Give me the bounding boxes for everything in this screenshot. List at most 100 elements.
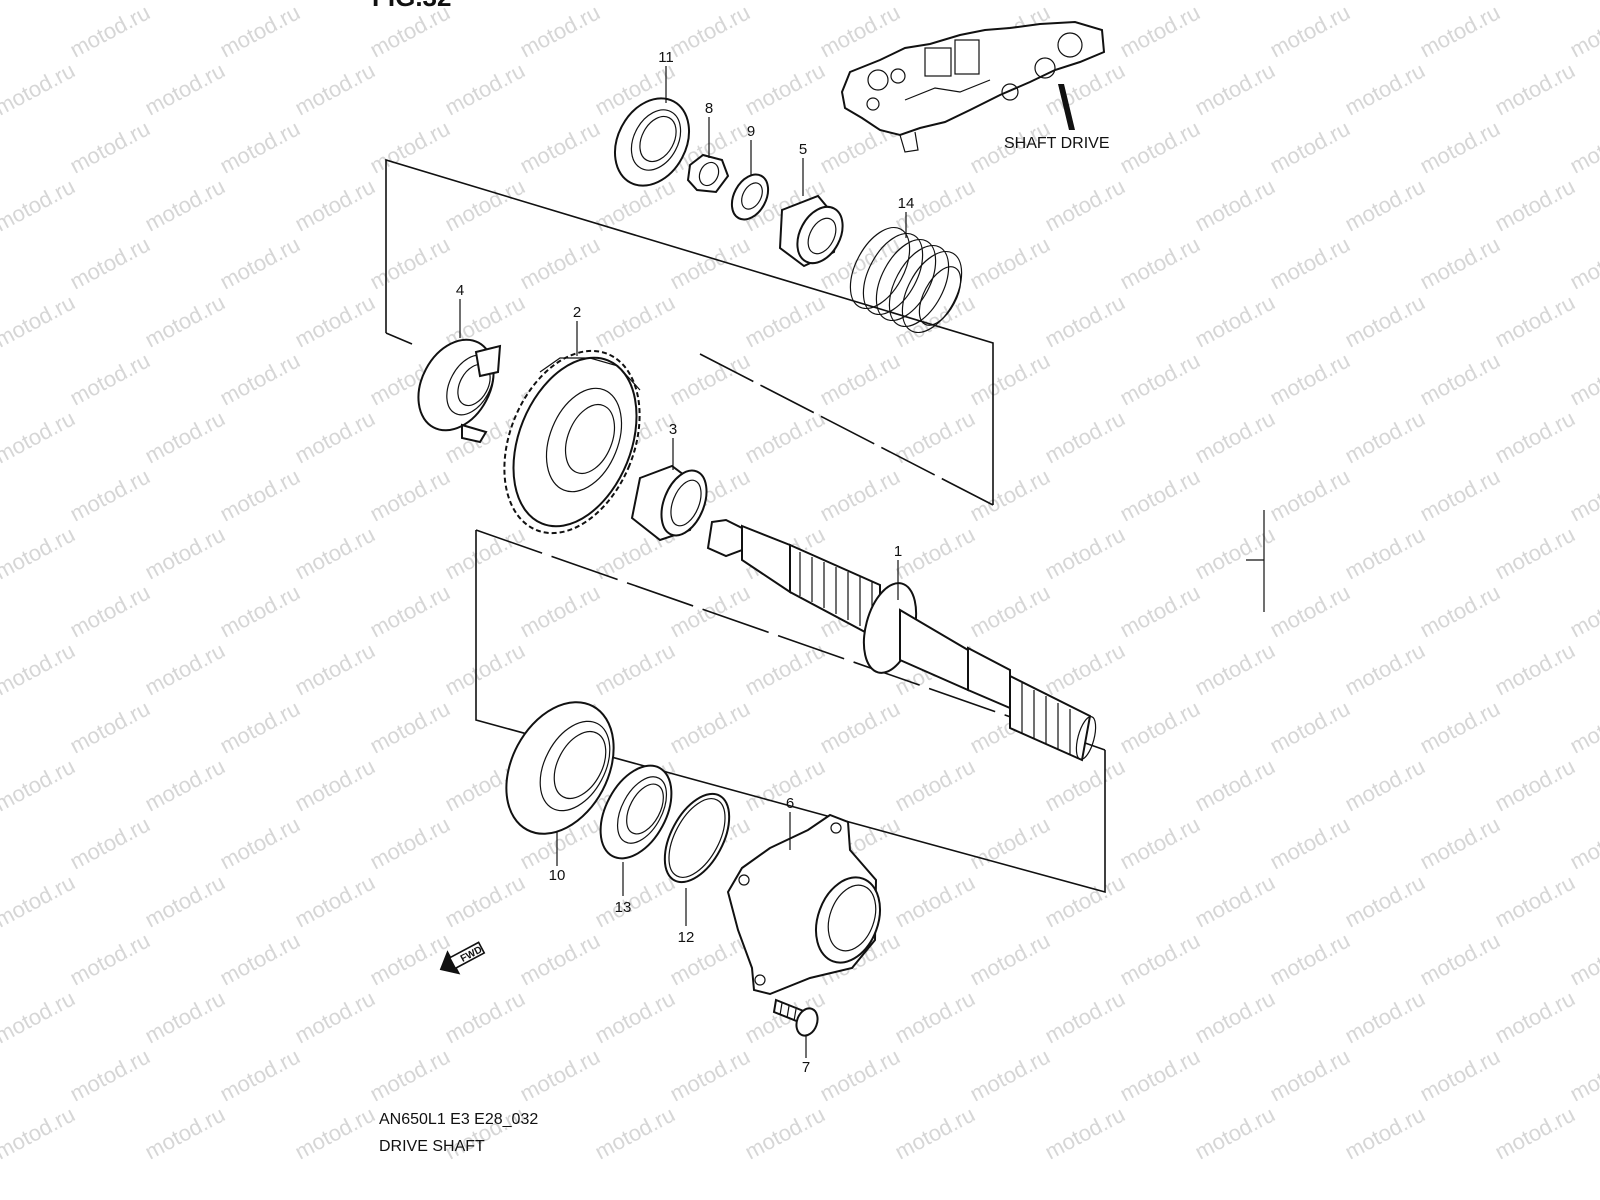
watermark-text: motod.ru — [1566, 580, 1600, 643]
callout-13: 13 — [615, 899, 632, 916]
watermark-text: motod.ru — [291, 522, 379, 585]
watermark-text: motod.ru — [1566, 812, 1600, 875]
watermark-text: motod.ru — [291, 0, 379, 4]
watermark-text: motod.ru — [966, 580, 1054, 643]
watermark-text: motod.ru — [666, 348, 754, 411]
watermark-text: motod.ru — [1416, 232, 1504, 295]
watermark-text: motod.ru — [141, 290, 229, 353]
watermark-text: motod.ru — [591, 0, 679, 4]
watermark-text: motod.ru — [891, 870, 979, 933]
watermark-text: motod.ru — [216, 464, 304, 527]
watermark-text: motod.ru — [216, 232, 304, 295]
watermark-text: motod.ru — [216, 116, 304, 179]
watermark-text: motod.ru — [966, 1044, 1054, 1107]
watermark-text: motod.ru — [1191, 406, 1279, 469]
callout-14: 14 — [898, 195, 915, 212]
watermark-text: motod.ru — [1416, 696, 1504, 759]
watermark-text: motod.ru — [1491, 522, 1579, 585]
watermark-text: motod.ru — [141, 174, 229, 237]
watermark-text: motod.ru — [516, 116, 604, 179]
watermark-text: motod.ru — [1491, 986, 1579, 1049]
watermark-text: motod.ru — [291, 290, 379, 353]
callout-6: 6 — [786, 795, 794, 812]
watermark-text: motod.ru — [216, 696, 304, 759]
shaft-drive-pointer — [1058, 84, 1075, 130]
watermark-text: motod.ru — [1416, 0, 1504, 62]
watermark-text: motod.ru — [66, 812, 154, 875]
watermark-text: motod.ru — [141, 1102, 229, 1165]
watermark-text: motod.ru — [891, 522, 979, 585]
watermark-text: motod.ru — [1041, 522, 1129, 585]
watermark-text: motod.ru — [1566, 464, 1600, 527]
watermark-text: motod.ru — [1116, 580, 1204, 643]
watermark-text: motod.ru — [1191, 986, 1279, 1049]
watermark-text: motod.ru — [1341, 1102, 1429, 1165]
watermark-text: motod.ru — [816, 1044, 904, 1107]
watermark-text: motod.ru — [1191, 522, 1279, 585]
shaft-drive-inset — [840, 20, 1106, 153]
watermark-text: motod.ru — [1491, 638, 1579, 701]
part-10-bearing — [505, 701, 615, 835]
part-7-screw — [772, 998, 819, 1037]
watermark-text: motod.ru — [1116, 348, 1204, 411]
watermark-text: motod.ru — [0, 986, 79, 1049]
watermark-text: motod.ru — [441, 58, 529, 121]
watermark-text: motod.ru — [816, 0, 904, 62]
watermark-text: motod.ru — [1116, 696, 1204, 759]
watermark-text: motod.ru — [591, 986, 679, 1049]
watermark-text: motod.ru — [66, 0, 154, 62]
watermark-text: motod.ru — [591, 1102, 679, 1165]
watermark-text: motod.ru — [1341, 58, 1429, 121]
watermark-text: motod.ru — [1041, 986, 1129, 1049]
watermark-text: motod.ru — [216, 0, 304, 62]
watermark-text: motod.ru — [891, 0, 979, 4]
watermark-text: motod.ru — [1416, 580, 1504, 643]
watermark-text: motod.ru — [891, 986, 979, 1049]
callout-8: 8 — [705, 100, 713, 117]
watermark-text: motod.ru — [441, 522, 529, 585]
watermark-text: motod.ru — [1491, 58, 1579, 121]
watermark-text: motod.ru — [291, 986, 379, 1049]
watermark-text: motod.ru — [0, 406, 79, 469]
watermark-text: motod.ru — [1416, 928, 1504, 991]
watermark-text: motod.ru — [666, 0, 754, 62]
watermark-text: motod.ru — [216, 580, 304, 643]
watermark-text: motod.ru — [291, 754, 379, 817]
watermark-text: motod.ru — [1041, 870, 1129, 933]
fwd-label: FWD — [459, 944, 484, 964]
watermark-text: motod.ru — [366, 928, 454, 991]
watermark-text: motod.ru — [216, 812, 304, 875]
watermark-text: motod.ru — [1266, 464, 1354, 527]
watermark-text: motod.ru — [516, 928, 604, 991]
watermark-text: motod.ru — [216, 348, 304, 411]
watermark-text: motod.ru — [0, 522, 79, 585]
watermark-text: motod.ru — [441, 174, 529, 237]
watermark-text: motod.ru — [141, 754, 229, 817]
watermark-text: motod.ru — [816, 348, 904, 411]
watermark-text: motod.ru — [66, 116, 154, 179]
watermark-text: motod.ru — [1566, 1044, 1600, 1107]
watermark-text: motod.ru — [1341, 754, 1429, 817]
watermark-text: motod.ru — [891, 754, 979, 817]
watermark-text: motod.ru — [1341, 406, 1429, 469]
watermark-text: motod.ru — [741, 0, 829, 4]
watermark-text: motod.ru — [291, 870, 379, 933]
watermark-text: motod.ru — [1566, 116, 1600, 179]
watermark-text: motod.ru — [441, 870, 529, 933]
watermark-text: motod.ru — [441, 638, 529, 701]
watermark-text: motod.ru — [966, 348, 1054, 411]
watermark-text: motod.ru — [1566, 0, 1600, 62]
watermark-text: motod.ru — [0, 870, 79, 933]
part-12-o-ring — [663, 792, 731, 884]
watermark-text: motod.ru — [141, 406, 229, 469]
watermark-text: motod.ru — [141, 522, 229, 585]
callout-12: 12 — [678, 929, 695, 946]
watermark-text: motod.ru — [441, 986, 529, 1049]
watermark-text: motod.ru — [1566, 696, 1600, 759]
watermark-text: motod.ru — [741, 406, 829, 469]
watermark-text: motod.ru — [441, 0, 529, 4]
watermark-text: motod.ru — [1191, 754, 1279, 817]
watermark-text: motod.ru — [66, 232, 154, 295]
watermark-text: motod.ru — [966, 232, 1054, 295]
watermark-text: motod.ru — [0, 1102, 79, 1165]
